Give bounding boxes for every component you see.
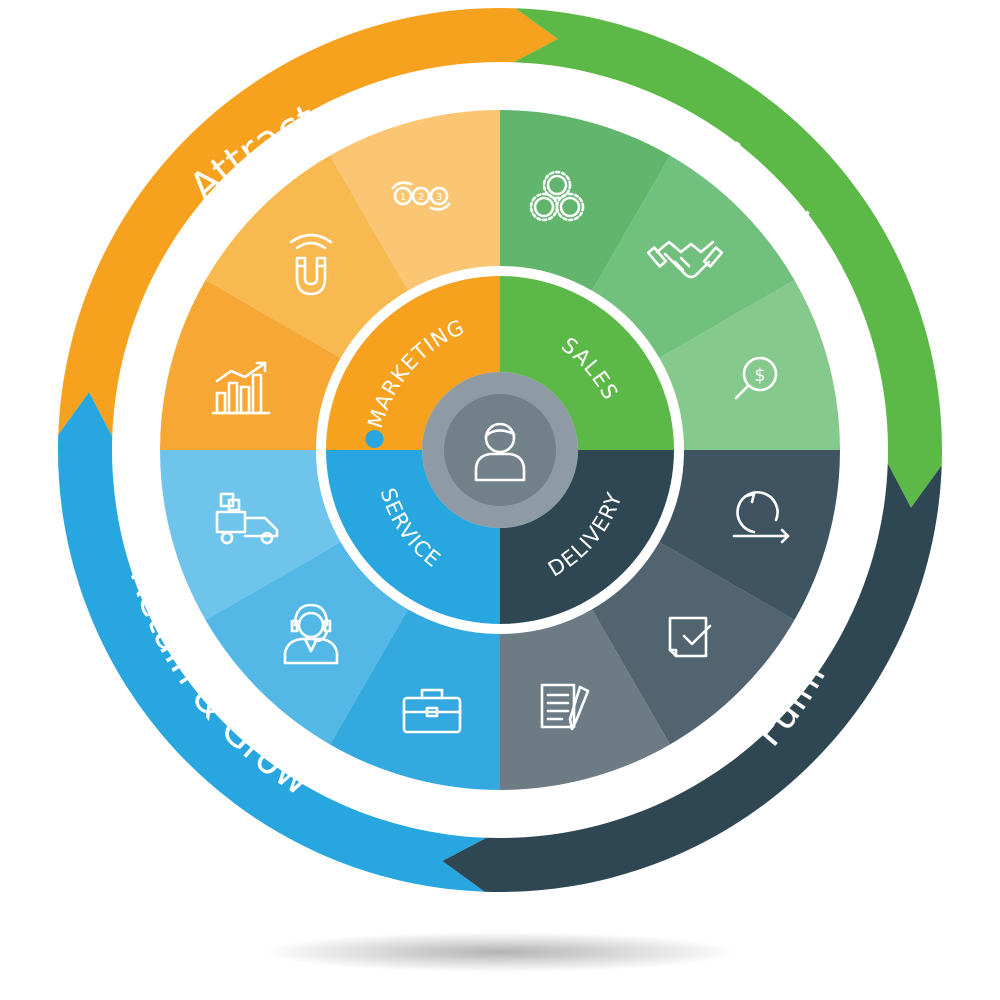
svg-text:1: 1 [400,192,406,203]
outer-band-retain [57,392,487,892]
support-agent-icon [283,603,339,665]
user-icon [474,422,526,482]
inner-quadrant-service [326,450,500,624]
outer-ring [57,7,942,892]
handshake-icon [646,240,724,279]
task-check-icon [668,616,712,658]
floor-shadow [260,932,740,972]
inner-quadrant-delivery [500,450,674,624]
cycle-arrow-icon [732,491,790,544]
segment-growth-chart [160,280,341,450]
segment-magnet [205,155,408,358]
outer-band-attract [58,7,558,437]
growth-chart-icon [211,361,271,415]
outer-band-fulfil [442,463,942,892]
inner-quadrant-sales [500,276,674,450]
magnet-icon [289,233,333,296]
segment-handshake [592,155,795,358]
segment-gears-dollar [500,110,670,291]
briefcase-icon [402,688,462,734]
gears-dollar-icon [529,170,585,222]
outer-band-acquire [513,8,942,508]
document-pen-icon [540,683,590,731]
segment-briefcase [330,609,500,790]
segment-dollar-search [659,280,840,450]
inner-notch-service [365,430,384,449]
delivery-truck-icon [215,492,279,545]
svg-text:3: 3 [436,192,442,203]
svg-text:$: $ [754,365,765,386]
numbered-steps-icon: 1 2 3 [391,181,451,211]
center-core [444,394,556,506]
inner-quadrant-marketing [326,276,500,450]
dollar-search-icon: $ [734,356,778,400]
svg-text:2: 2 [418,192,424,203]
inner-ring [326,276,674,624]
